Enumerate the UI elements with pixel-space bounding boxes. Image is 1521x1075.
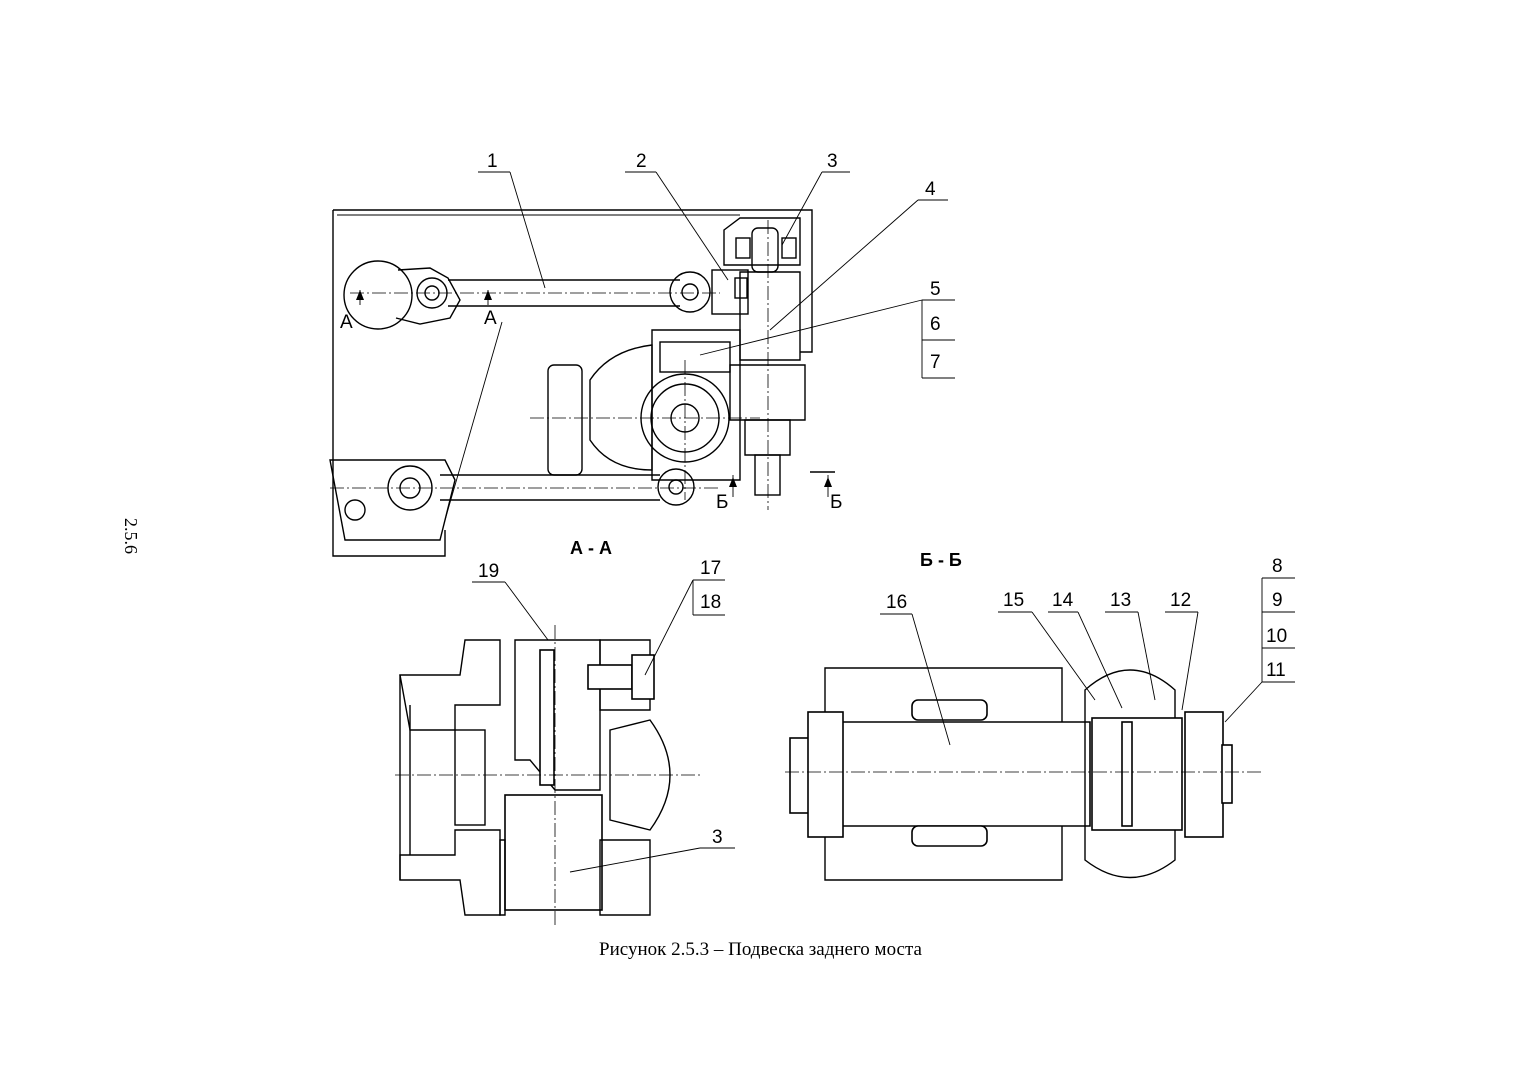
callout-3-section: 3 — [712, 827, 723, 848]
section-aa-view — [395, 625, 700, 925]
callout-11: 11 — [1266, 660, 1286, 681]
callout-3: 3 — [827, 151, 838, 172]
callout-15: 15 — [1003, 590, 1024, 611]
section-title-aa: А - А — [570, 538, 612, 558]
callout-7: 7 — [930, 352, 941, 373]
top-assembly-view — [329, 209, 835, 557]
figure-caption: Рисунок 2.5.3 – Подвеска заднего моста — [599, 939, 922, 960]
callout-1: 1 — [487, 151, 498, 172]
callout-6: 6 — [930, 314, 941, 335]
callout-4: 4 — [925, 179, 936, 200]
section-bb-view — [785, 667, 1262, 881]
section-mark-a-right: А — [484, 308, 497, 329]
section-mark-a-left: А — [340, 312, 353, 333]
callout-9: 9 — [1272, 590, 1283, 611]
section-bb-callout-leaders — [880, 577, 1295, 746]
callout-5: 5 — [930, 279, 941, 300]
callout-13: 13 — [1110, 590, 1131, 611]
top-callout-leaders — [478, 171, 955, 379]
callout-19: 19 — [478, 561, 499, 582]
callout-14: 14 — [1052, 590, 1074, 611]
callout-10: 10 — [1266, 626, 1287, 647]
section-title-bb: Б - Б — [920, 550, 962, 570]
callout-12: 12 — [1170, 590, 1191, 611]
callout-18: 18 — [700, 592, 721, 613]
page-number: 2.5.6 — [121, 518, 141, 554]
callout-17: 17 — [700, 558, 721, 579]
callout-16: 16 — [886, 592, 907, 613]
section-mark-b-right: Б — [830, 492, 842, 513]
callout-8: 8 — [1272, 556, 1283, 577]
section-mark-b-left: Б — [716, 492, 728, 513]
section-aa-callout-leaders — [472, 579, 735, 873]
callout-2: 2 — [636, 151, 647, 172]
